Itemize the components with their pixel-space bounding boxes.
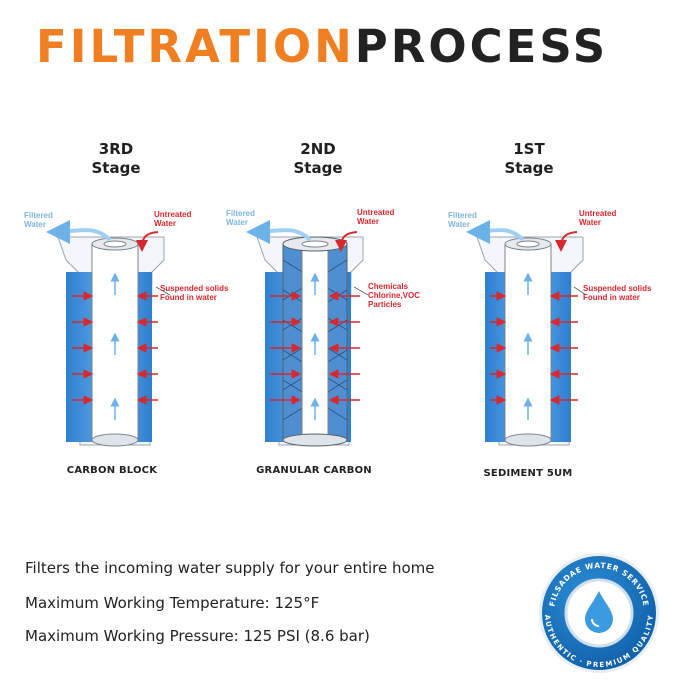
info-line-supply: Filters the incoming water supply for yo… bbox=[25, 559, 435, 577]
info-line-pressure: Maximum Working Pressure: 125 PSI (8.6 b… bbox=[25, 627, 370, 645]
title-part-2: PROCESS bbox=[354, 20, 609, 73]
page-title: FILTRATIONPROCESS bbox=[36, 24, 608, 69]
filter-sediment bbox=[466, 219, 587, 447]
info-line-temperature: Maximum Working Temperature: 125°F bbox=[25, 594, 320, 612]
authenticity-seal: FILSADAE WATER SERVICE AUTHENTIC · PREMI… bbox=[539, 553, 659, 673]
title-part-1: FILTRATION bbox=[36, 20, 355, 73]
filter-carbon-block bbox=[46, 219, 171, 447]
caption-granular-carbon: GRANULAR CARBON bbox=[256, 465, 372, 476]
filter-granular-carbon bbox=[246, 219, 369, 447]
caption-sediment: SEDIMENT 5UM bbox=[483, 468, 573, 479]
caption-carbon-block: CARBON BLOCK bbox=[66, 465, 158, 476]
